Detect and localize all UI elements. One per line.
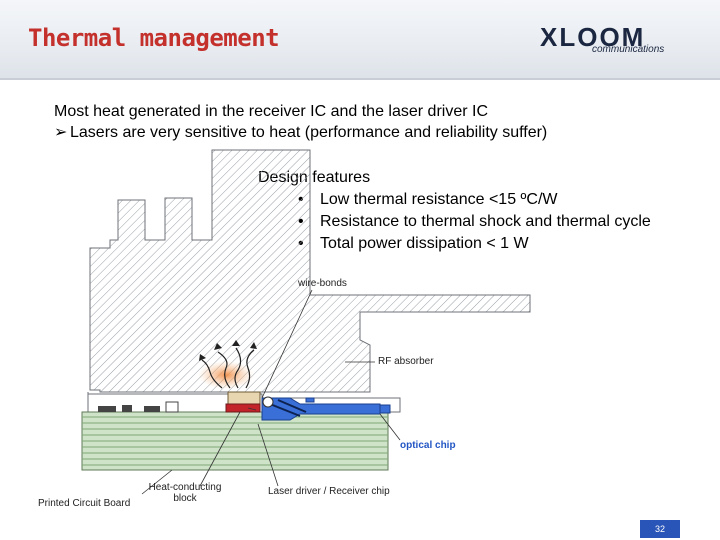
label-driver-chip: Laser driver / Receiver chip [268,486,390,497]
heat-arrows-icon [201,347,255,389]
arrow-bullet-icon: ➢ [54,124,68,141]
features-list: •Low thermal resistance <15 ºC/W •Resist… [258,189,651,255]
logo-subtitle: communications [592,44,665,55]
logo-wordmark: XLOOM [540,22,646,52]
slide-title: Thermal management [28,24,280,52]
slide-header [0,0,720,80]
page-number: 32 [640,520,680,538]
small-component [98,406,116,412]
label-rf-absorber: RF absorber [378,356,434,367]
feature-text: Low thermal resistance <15 ºC/W [320,191,558,208]
small-component [144,406,160,412]
label-optical-chip: optical chip [400,440,456,451]
small-component [165,401,179,413]
intro-line-2-text: Lasers are very sensitive to heat (perfo… [70,124,548,141]
small-component [122,405,132,412]
company-logo: XLOOM communications [540,22,690,58]
housing-lid [89,149,531,393]
intro-line-1: Most heat generated in the receiver IC a… [54,103,488,120]
label-pcb: Printed Circuit Board [38,498,131,509]
heat-glow [198,361,254,389]
intro-line-2: ➢Lasers are very sensitive to heat (perf… [54,122,547,143]
label-wire-bonds: wire-bonds [298,278,347,289]
feature-text: Resistance to thermal shock and thermal … [320,213,651,230]
design-features: Design features •Low thermal resistance … [258,167,651,255]
label-heat-block: Heat-conducting block [148,482,222,504]
heat-conducting-block [227,391,261,405]
intro-text: Most heat generated in the receiver IC a… [54,101,547,143]
driver-chip [225,403,261,413]
feature-text: Total power dissipation < 1 W [320,235,529,252]
header-divider [0,78,720,80]
